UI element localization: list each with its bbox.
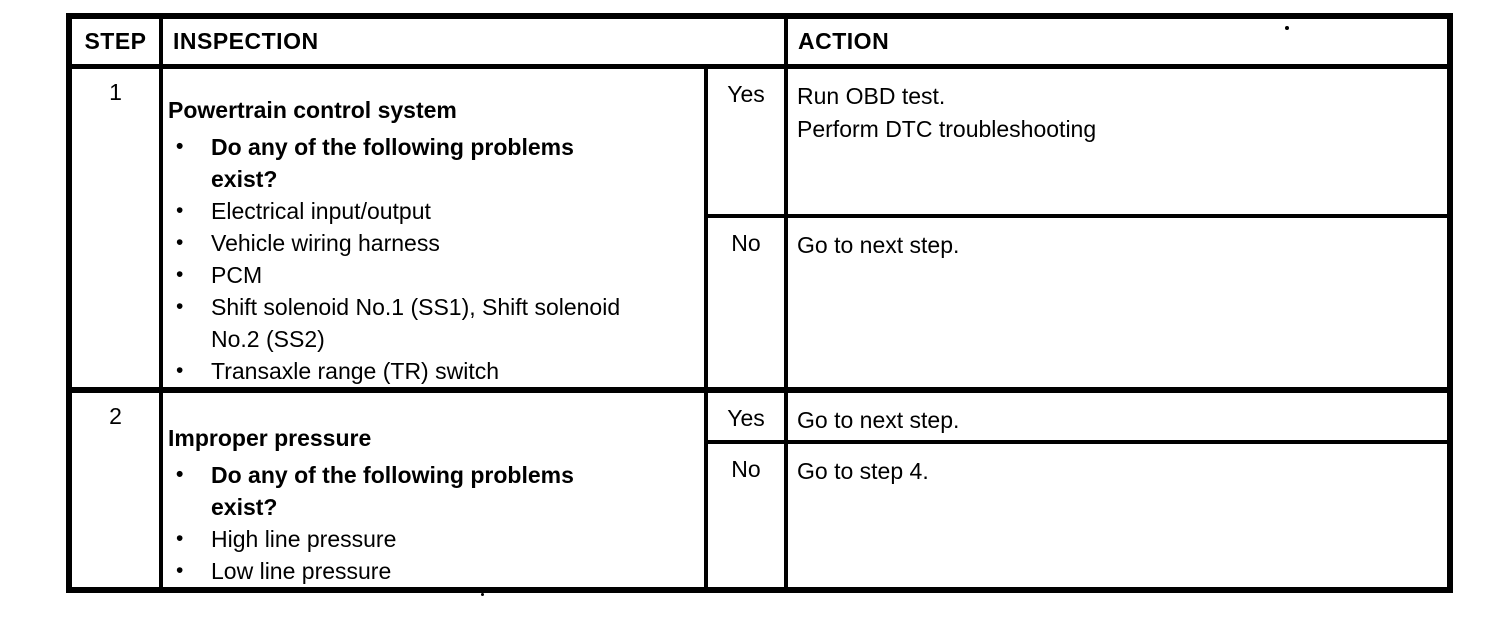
action-line: Perform DTC troubleshooting [797,115,1097,142]
bullet-text: Shift solenoid No.1 (SS1), Shift solenoi… [211,293,621,352]
bullet-icon: • [176,358,184,382]
bullet-icon: • [176,262,184,286]
bullet-item: • Transaxle range (TR) switch [167,355,694,386]
answer-cell-yes: Yes [703,64,789,218]
bullet-icon: • [176,134,184,158]
action-line: Go to step 4. [797,458,929,485]
step-number: 2 [67,386,163,592]
bullet-item: • Electrical input/output [167,195,694,227]
step-number: 1 [67,64,163,392]
inspection-bullet-list: • Do any of the following problems exist… [167,131,694,386]
action-cell: Go to step 4. [784,440,1453,592]
bullet-item: • High line pressure [167,523,694,555]
bullet-icon: • [176,230,184,254]
inspection-title: Improper pressure [168,424,372,451]
answer-cell-no: No [703,440,789,592]
table-row: 1 Powertrain control system • Do any of … [67,64,1453,392]
header-inspection: INSPECTION [158,14,789,69]
inspection-title: Powertrain control system [168,96,457,123]
bullet-text: Do any of the following problems exist? [211,133,574,192]
bullet-icon: • [176,526,184,550]
bullet-text: PCM [211,261,263,288]
bullet-text: Vehicle wiring harness [211,229,440,256]
bullet-text: Low line pressure [211,557,392,584]
bullet-icon: • [176,462,184,486]
action-line: Go to next step. [797,231,960,258]
troubleshooting-table: STEP INSPECTION ACTION 1 Powertrain cont… [66,13,1454,593]
answer-cell-yes: Yes [703,386,789,445]
inspection-bullet-list: • Do any of the following problems exist… [167,459,694,586]
bullet-item: • Low line pressure [167,555,694,586]
scan-artifact-dot [1285,26,1289,30]
bullet-item: • Shift solenoid No.1 (SS1), Shift solen… [167,291,694,355]
table-row: No Go to next step. [69,213,1453,392]
action-line: Run OBD test. [797,82,946,109]
bullet-item: • PCM [167,259,694,291]
bullet-item: • Do any of the following problems exist… [167,131,694,195]
table-header-row: STEP INSPECTION ACTION [67,14,1453,69]
scan-artifact-dot [481,593,484,596]
header-action: ACTION [784,14,1453,69]
action-line: Go to next step. [797,406,960,433]
inspection-cell: Powertrain control system • Do any of th… [159,64,708,392]
action-cell: Go to next step. [784,213,1453,392]
bullet-text: Electrical input/output [211,197,431,224]
bullet-icon: • [176,294,184,318]
bullet-text: Do any of the following problems exist? [211,461,574,520]
header-step: STEP [67,14,163,69]
inspection-cell: Improper pressure • Do any of the follow… [159,386,708,592]
bullet-text: Transaxle range (TR) switch [211,357,500,384]
bullet-icon: • [176,198,184,222]
answer-cell-no: No [703,213,789,392]
bullet-item: • Do any of the following problems exist… [167,459,694,523]
bullet-text: High line pressure [211,525,397,552]
table-row: No Go to step 4. [69,440,1453,592]
table-row: 2 Improper pressure • Do any of the foll… [67,386,1453,592]
bullet-item: • Vehicle wiring harness [167,227,694,259]
action-cell: Go to next step. [784,386,1453,445]
bullet-icon: • [176,558,184,582]
action-cell: Run OBD test. Perform DTC troubleshootin… [784,64,1453,218]
